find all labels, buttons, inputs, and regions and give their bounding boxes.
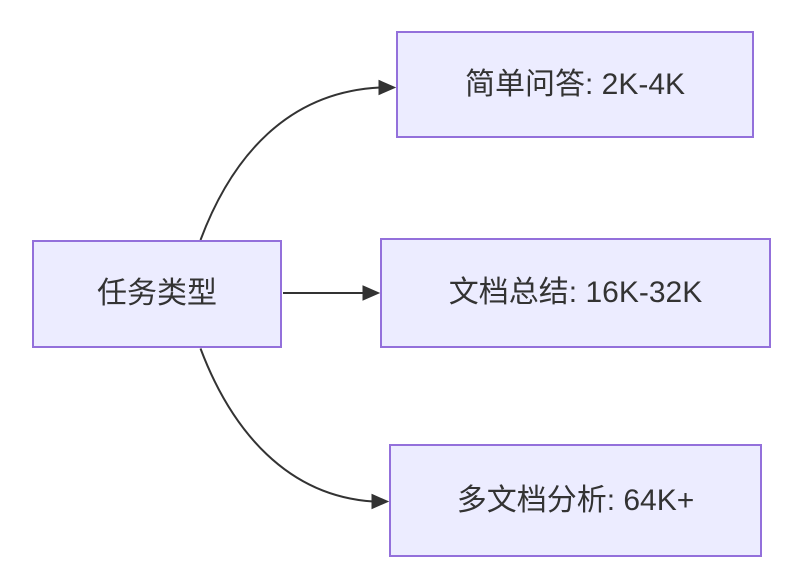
arrowhead-multi-doc bbox=[371, 493, 390, 510]
node-multi-doc-label: 多文档分析: 64K+ bbox=[456, 483, 695, 517]
node-simple-qa-label: 简单问答: 2K-4K bbox=[464, 67, 686, 101]
node-simple-qa: 简单问答: 2K-4K bbox=[396, 31, 754, 138]
node-doc-summary-label: 文档总结: 16K-32K bbox=[448, 276, 703, 309]
node-multi-doc-analysis: 多文档分析: 64K+ bbox=[389, 444, 762, 557]
node-task-type-label: 任务类型 bbox=[97, 277, 217, 310]
arrowhead-doc-summary bbox=[362, 285, 381, 301]
edge-root-to-simple-qa bbox=[199, 86, 381, 241]
edge-root-to-multi-doc bbox=[199, 348, 374, 503]
arrowhead-simple-qa bbox=[378, 79, 397, 96]
node-task-type: 任务类型 bbox=[32, 240, 282, 348]
node-doc-summary: 文档总结: 16K-32K bbox=[380, 238, 771, 348]
